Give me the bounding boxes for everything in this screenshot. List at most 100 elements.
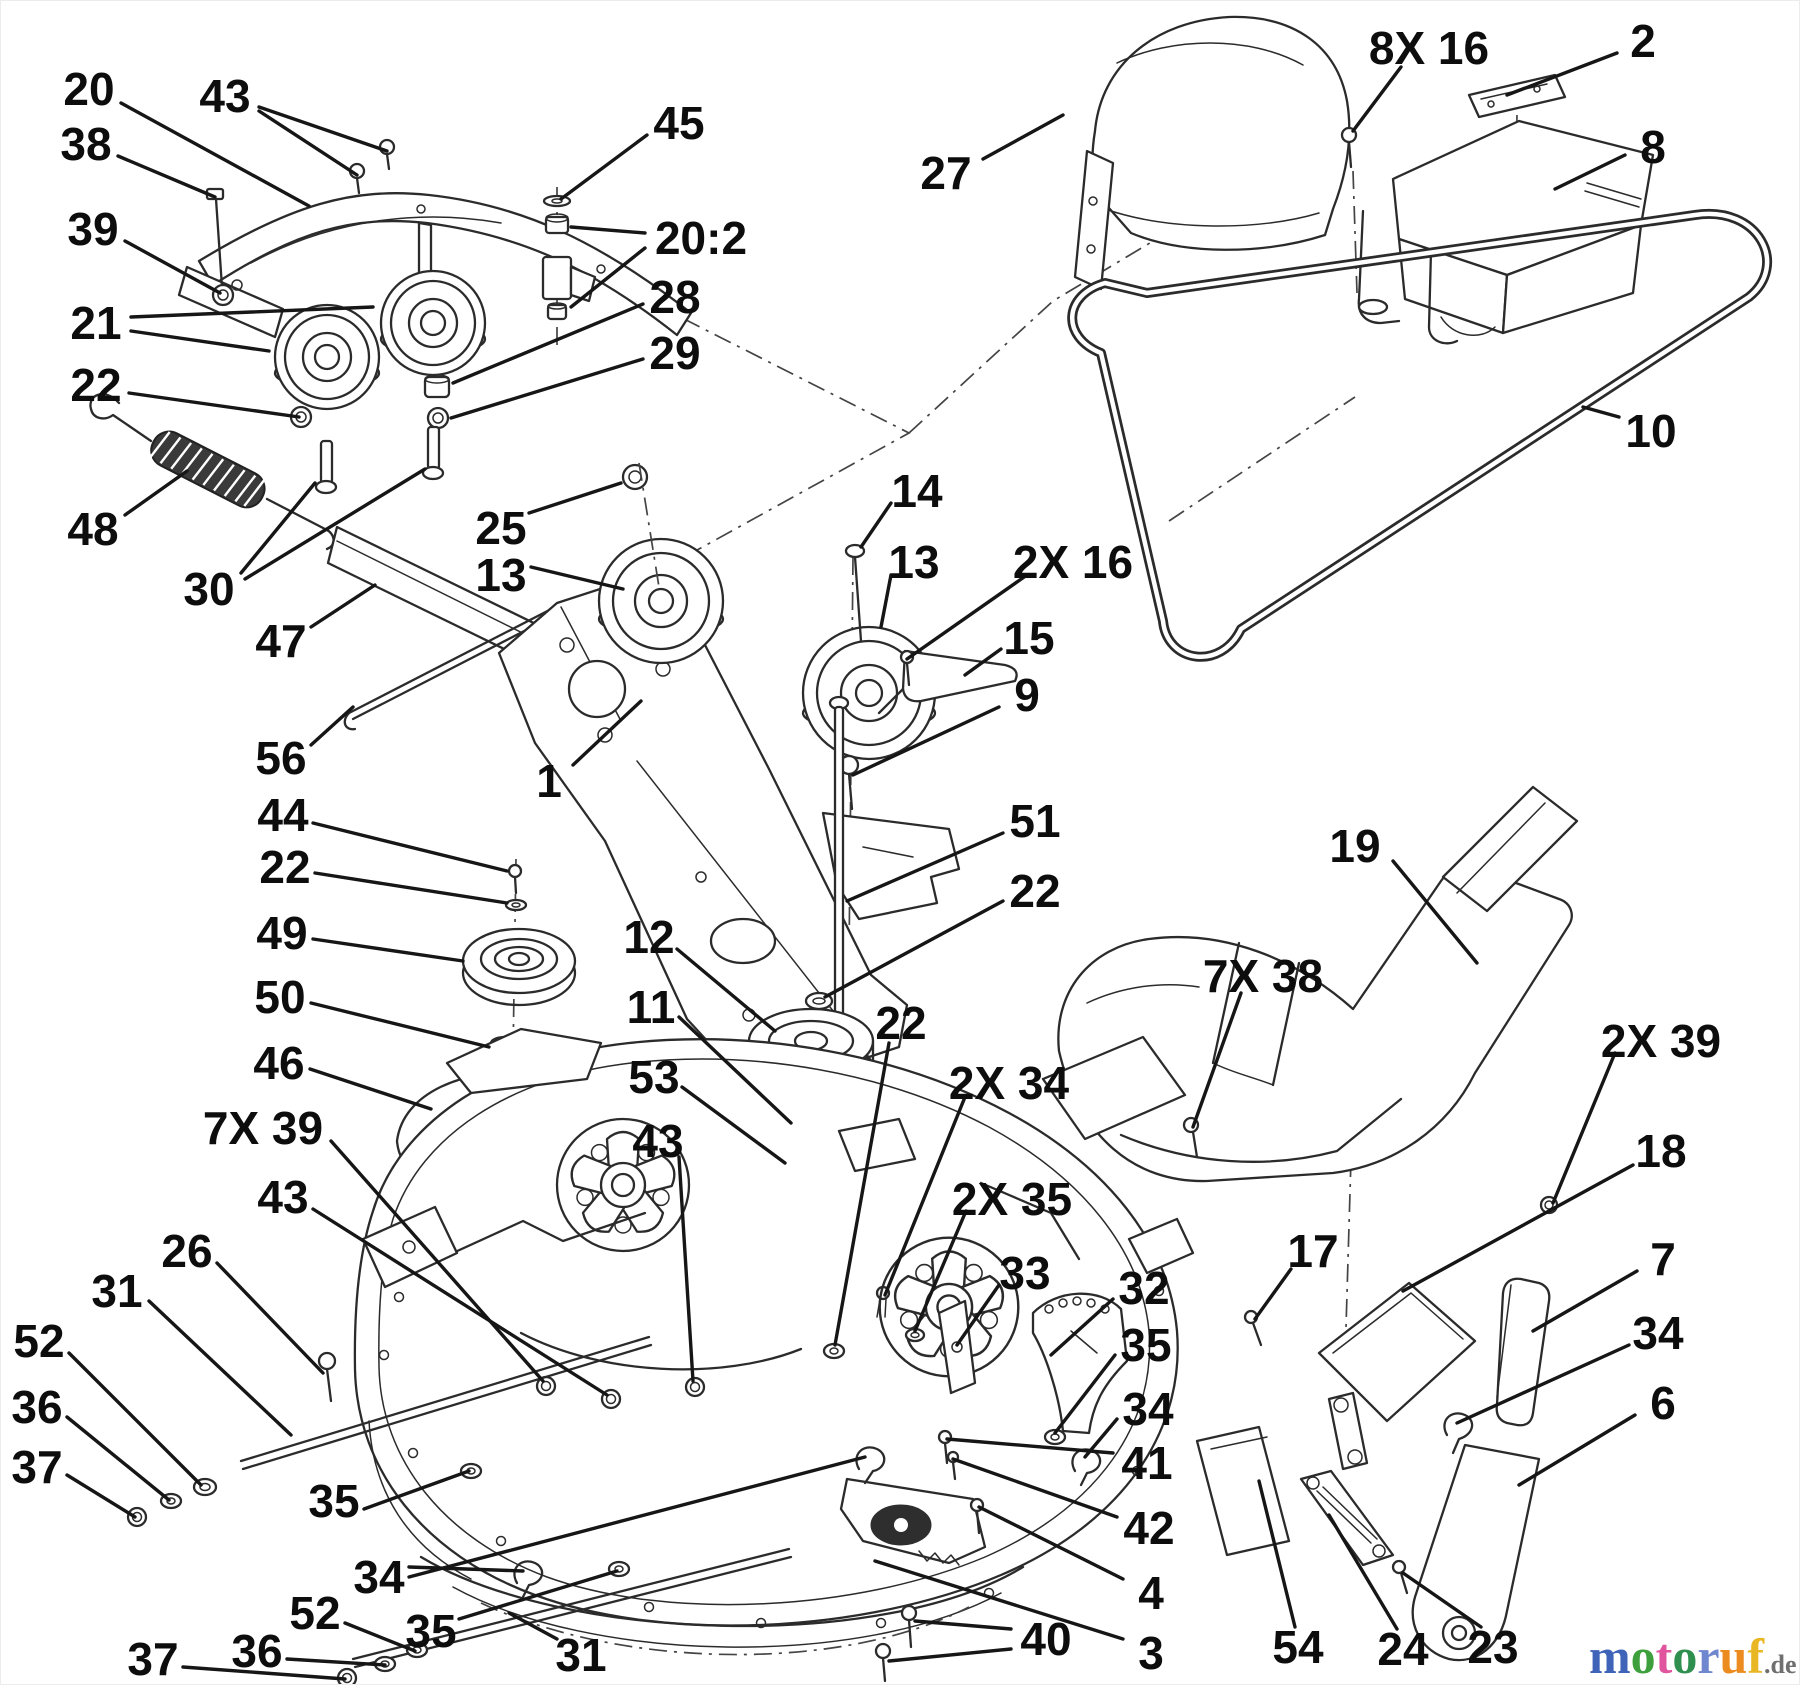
callout-label: 21 [70, 297, 121, 349]
leader-line [913, 1619, 1013, 1631]
leader-line [1053, 1353, 1117, 1435]
callout-31-70: 31 [507, 1611, 607, 1681]
callout-label: 22 [70, 359, 121, 411]
leader-line [311, 1207, 609, 1397]
callout-label: 11 [627, 981, 676, 1033]
leader-line [362, 1469, 471, 1511]
callout-label: 7 [1650, 1233, 1676, 1285]
callout-46-33: 46 [253, 1037, 433, 1111]
callout-label: 12 [623, 911, 674, 963]
callout-2x-35-47: 2X 35 [913, 1173, 1072, 1333]
logo-letter: m [1589, 1628, 1631, 1684]
callout-label: 26 [161, 1225, 212, 1277]
callout-label: 34 [353, 1551, 405, 1603]
leader-line [257, 105, 389, 153]
leader-line [873, 1559, 1125, 1641]
callout-22-30: 22 [259, 841, 509, 905]
callout-label: 13 [475, 549, 526, 601]
callout-7-60: 7 [1531, 1233, 1676, 1333]
leader-line [65, 1415, 171, 1502]
leader-line [529, 565, 625, 591]
callout-label: 53 [628, 1051, 679, 1103]
leader-line [1191, 991, 1243, 1129]
leader-line [127, 391, 301, 419]
leader-line [981, 113, 1065, 161]
callout-2-18: 2 [1505, 15, 1656, 97]
logo-suffix: .de [1764, 1650, 1797, 1679]
leader-line [285, 1657, 387, 1667]
callout-label: 31 [555, 1629, 606, 1681]
logo-letter: f [1747, 1628, 1765, 1684]
callout-42-53: 42 [951, 1457, 1175, 1554]
callout-label: 7X 38 [1203, 950, 1323, 1002]
callout-label: 48 [67, 503, 118, 555]
leader-line [977, 1505, 1125, 1581]
leader-line [571, 699, 643, 767]
leader-line [243, 467, 427, 581]
callout-label: 52 [289, 1587, 340, 1639]
callout-4-54: 4 [977, 1505, 1164, 1619]
tab-bracket-33 [937, 1299, 977, 1395]
callout-label: 2X 35 [952, 1173, 1072, 1225]
callout-label: 36 [11, 1381, 62, 1433]
discharge-chute-19 [1041, 785, 1579, 1215]
leader-line [851, 705, 1001, 777]
callout-33-48: 33 [955, 1247, 1051, 1347]
callout-label: 36 [231, 1625, 282, 1677]
callout-54-72: 54 [1257, 1479, 1324, 1673]
callout-label: 28 [649, 271, 700, 323]
leader-line [239, 481, 317, 575]
callout-1-26: 1 [536, 699, 643, 807]
leader-line [507, 1611, 559, 1641]
motoruf-logo: motoruf.de [1589, 1628, 1796, 1684]
callout-23-74: 23 [1401, 1571, 1519, 1673]
callout-24-73: 24 [1327, 1513, 1429, 1675]
leader-line [308, 1067, 433, 1111]
callout-8x-16-17: 8X 16 [1351, 22, 1489, 133]
callout-label: 22 [259, 841, 310, 893]
slotted-link-24 [1299, 1469, 1395, 1567]
leader-line [1257, 1479, 1297, 1629]
callout-label: 9 [1014, 669, 1040, 721]
callout-8-19: 8 [1553, 121, 1666, 191]
callout-label: 45 [653, 97, 704, 149]
leader-line [1327, 1513, 1399, 1631]
callout-50-32: 50 [254, 971, 491, 1049]
logo-letter: o [1631, 1628, 1656, 1684]
leader-line [569, 225, 647, 235]
callout-2x-39-58: 2X 39 [1551, 1015, 1721, 1205]
callout-label: 44 [257, 789, 309, 841]
callout-label: 25 [475, 502, 526, 554]
callout-label: 29 [649, 327, 700, 379]
callout-label: 18 [1635, 1125, 1686, 1177]
callout-label: 37 [127, 1633, 178, 1685]
callout-label: 2X 39 [1601, 1015, 1721, 1067]
callout-10-20: 10 [1581, 405, 1677, 457]
leader-line [1401, 1571, 1483, 1629]
leader-line [527, 481, 623, 515]
callout-29-7: 29 [449, 327, 701, 420]
leader-line [311, 821, 509, 873]
leader-line [147, 1299, 293, 1437]
callout-27-16: 27 [920, 113, 1065, 199]
leader-line [845, 831, 1005, 903]
callout-label: 7X 39 [203, 1102, 323, 1154]
callout-label: 47 [255, 615, 306, 667]
callout-label: 35 [405, 1605, 456, 1657]
callout-label: 23 [1467, 1621, 1518, 1673]
callout-22-28: 22 [823, 865, 1061, 999]
leader-line [407, 1455, 867, 1579]
callout-2x-34-46: 2X 34 [883, 1057, 1070, 1297]
callout-6-63: 6 [1517, 1377, 1676, 1487]
leader-line [457, 1569, 619, 1621]
callout-17-61: 17 [1253, 1225, 1339, 1321]
leader-line [1517, 1413, 1637, 1487]
callout-52-67: 52 [289, 1587, 417, 1653]
lift-lever-6 [1411, 1412, 1541, 1662]
height-rod-front [126, 1335, 653, 1528]
leader-line [859, 501, 893, 549]
callout-32-49: 32 [1049, 1262, 1170, 1357]
leader-line [1391, 859, 1479, 965]
callout-20-2-5: 20:2 [569, 212, 747, 309]
